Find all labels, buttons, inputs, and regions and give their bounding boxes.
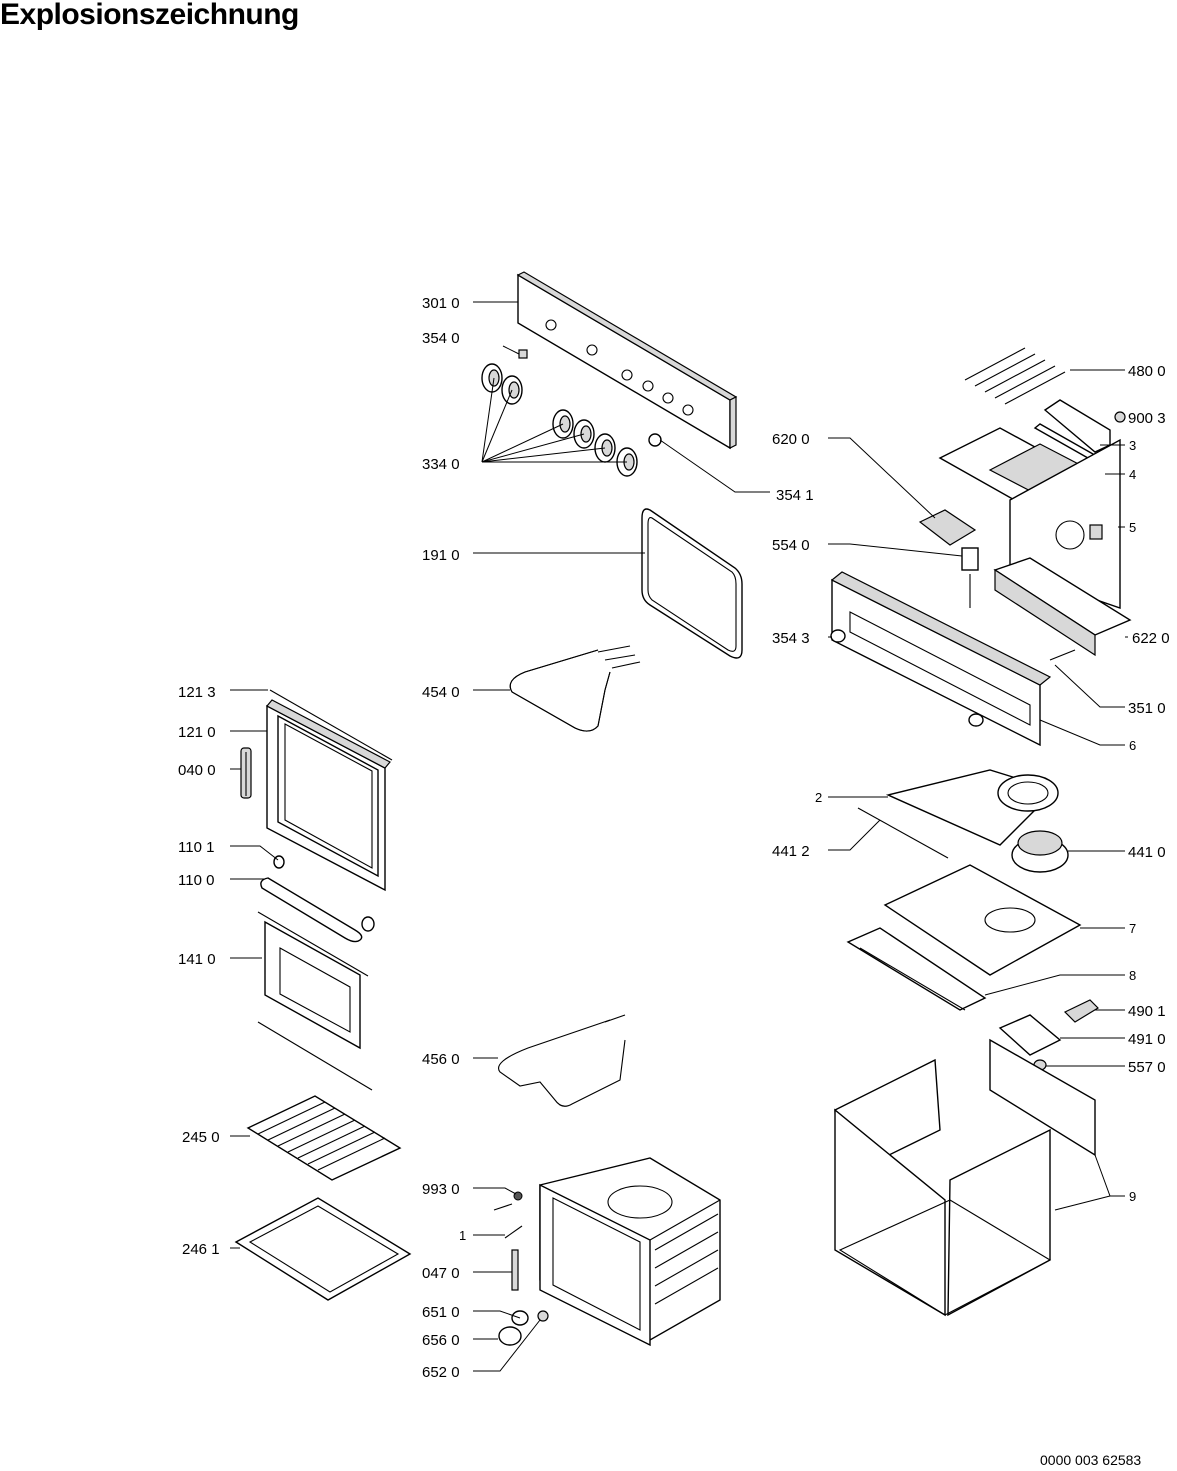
callout-label: 480 0 xyxy=(1128,363,1166,380)
control-knobs-part xyxy=(481,363,638,477)
callout-label: 900 3 xyxy=(1128,410,1166,427)
document-number: 0000 003 62583 xyxy=(1040,1452,1142,1468)
callout-label: 121 0 xyxy=(178,724,216,741)
callout-label: 121 3 xyxy=(178,684,216,701)
callout-label: 245 0 xyxy=(182,1129,220,1146)
callout-label: 8 xyxy=(1129,968,1136,983)
callout-label: 301 0 xyxy=(422,295,460,312)
callout-label: 351 0 xyxy=(1128,700,1166,717)
callout-label: 110 0 xyxy=(178,872,214,889)
callout-label: 3 xyxy=(1129,438,1136,453)
callout-label: 354 3 xyxy=(772,630,810,647)
bottom-insulation-part xyxy=(846,927,987,1011)
oven-cavity-part xyxy=(539,1157,721,1347)
cable-harness-part xyxy=(964,347,1066,405)
door-handle-part xyxy=(260,855,375,943)
callout-label: 491 0 xyxy=(1128,1031,1166,1048)
callout-label: 191 0 xyxy=(422,547,460,564)
control-panel-part xyxy=(516,271,738,450)
callout-label: 246 1 xyxy=(182,1241,220,1258)
callout-label: 441 0 xyxy=(1128,844,1166,861)
bottom-heating-element-part xyxy=(498,1014,626,1107)
callout-label: 656 0 xyxy=(422,1332,460,1349)
callout-label: 354 0 xyxy=(422,330,460,347)
callout-label: 2 xyxy=(815,790,822,805)
control-module-part xyxy=(993,557,1132,661)
callout-label: 6 xyxy=(1129,738,1136,753)
bracket-part xyxy=(1033,399,1126,463)
selector-switch-part xyxy=(918,509,979,608)
callout-label: 334 0 xyxy=(422,456,460,473)
callout-label: 354 1 xyxy=(776,487,814,504)
callout-label: 620 0 xyxy=(772,431,810,448)
front-frame-part xyxy=(830,571,1052,747)
callout-label: 490 1 xyxy=(1128,1003,1166,1020)
callout-label: 454 0 xyxy=(422,684,460,701)
door-glass-part xyxy=(257,911,373,1091)
wire-rack-part xyxy=(246,1095,402,1181)
lamp-part xyxy=(648,433,662,447)
leader-lines xyxy=(230,301,1128,1372)
door-hinge-part xyxy=(240,747,252,799)
callout-label: 5 xyxy=(1129,520,1136,535)
callout-label: 7 xyxy=(1129,921,1136,936)
callout-label: 456 0 xyxy=(422,1051,460,1068)
callout-label: 4 xyxy=(1129,467,1136,482)
callout-labels: 301 0 354 0 334 0 354 1 191 0 454 0 121 … xyxy=(178,295,1170,1381)
cavity-small-parts xyxy=(493,1191,549,1346)
callout-label: 557 0 xyxy=(1128,1059,1166,1076)
top-heating-element-part xyxy=(509,645,641,732)
callout-label: 1 xyxy=(459,1228,466,1243)
page-title: Explosionszeichnung xyxy=(0,0,299,31)
indicator-part xyxy=(518,349,528,359)
callout-label: 993 0 xyxy=(422,1181,460,1198)
callout-label: 622 0 xyxy=(1132,630,1170,647)
callout-label: 047 0 xyxy=(422,1265,460,1282)
callout-label: 441 2 xyxy=(772,843,810,860)
callout-label: 141 0 xyxy=(178,951,216,968)
top-insulation-part xyxy=(883,864,1082,976)
fan-cover-part xyxy=(857,769,1059,859)
door-seal-part xyxy=(641,508,743,659)
fan-motor-part xyxy=(1011,830,1069,873)
callout-label: 9 xyxy=(1129,1189,1136,1204)
callout-label: 652 0 xyxy=(422,1364,460,1381)
callout-label: 651 0 xyxy=(422,1304,460,1321)
callout-label: 554 0 xyxy=(772,537,810,554)
baking-tray-part xyxy=(234,1197,412,1301)
outer-casing-part xyxy=(834,1038,1096,1317)
door-frame-part xyxy=(266,689,393,892)
callout-label: 110 1 xyxy=(178,839,214,856)
callout-label: 040 0 xyxy=(178,762,216,779)
